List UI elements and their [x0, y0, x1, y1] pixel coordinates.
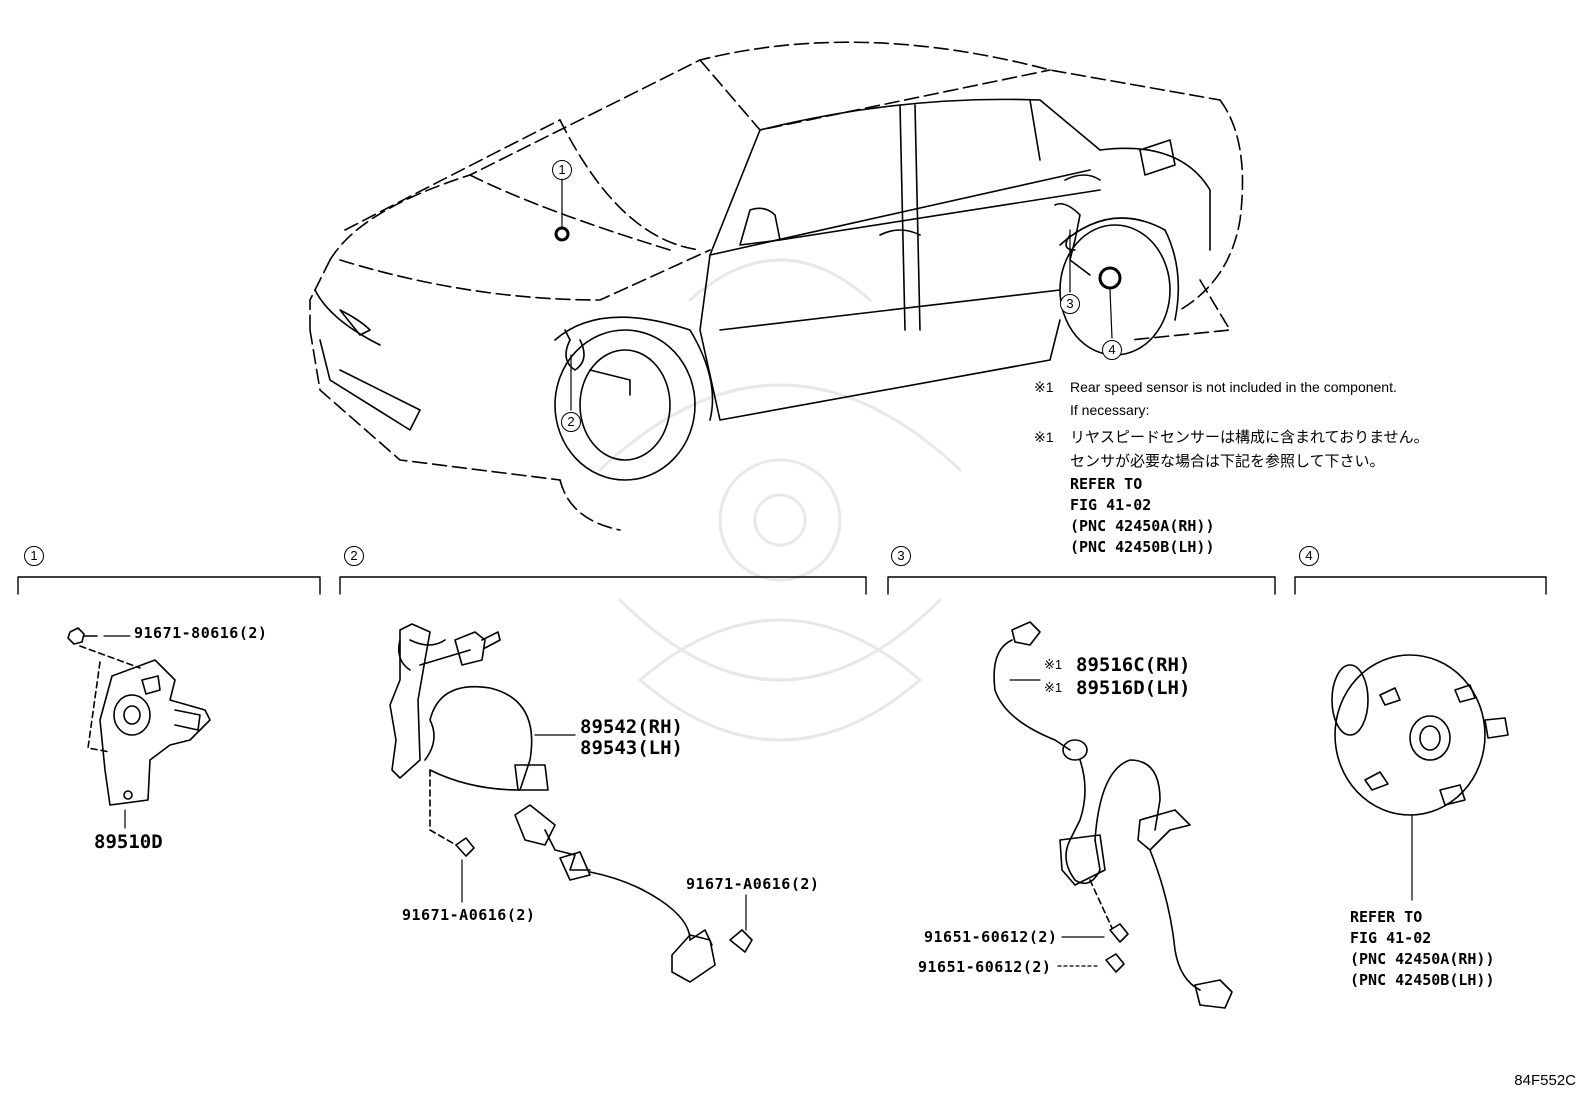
section4-refer-4: (PNC 42450B(LH))	[1350, 971, 1495, 989]
section2-bolt-right-part-number[interactable]: 91671-A0616(2)	[686, 875, 820, 893]
section-4-callout: 4	[1299, 546, 1319, 566]
note-refer-3: (PNC 42450A(RH))	[1070, 517, 1215, 535]
note-refer-4: (PNC 42450B(LH))	[1070, 538, 1215, 556]
section1-sensor-part-number[interactable]: 89510D	[94, 831, 163, 853]
note-mark-jp: ※1	[1034, 429, 1054, 445]
car-outline	[309, 41, 1244, 531]
section1-bolt-part-number[interactable]: 91671-80616(2)	[134, 624, 268, 642]
section-brackets	[17, 576, 1547, 595]
figure-code: 84F552C	[1514, 1072, 1576, 1089]
section-3-callout: 3	[891, 546, 911, 566]
section3-bolt-bottom-part-number[interactable]: 91651-60612(2)	[918, 958, 1052, 976]
section2-part-number-rh[interactable]: 89542(RH)	[580, 716, 683, 738]
section2-bolt-left-part-number[interactable]: 91671-A0616(2)	[402, 906, 536, 924]
section-1-callout: 1	[24, 546, 44, 566]
callout-3-on-car: 3	[1060, 294, 1080, 314]
section3-part-number-lh[interactable]: 89516D(LH)	[1076, 677, 1191, 699]
car-callout-leaders	[554, 179, 1122, 411]
section3-rear-sensor-art	[993, 621, 1233, 1009]
section3-bolt-top-part-number[interactable]: 91651-60612(2)	[924, 928, 1058, 946]
section1-sensor-art	[67, 627, 211, 829]
watermark-emblem	[598, 258, 962, 742]
note-refer-2: FIG 41-02	[1070, 496, 1152, 514]
note-jp-line1: リヤスピードセンサーは構成に含まれておりません。	[1070, 429, 1429, 446]
callout-4-on-car: 4	[1102, 340, 1122, 360]
callout-1-on-car: 1	[552, 160, 572, 180]
note-en-line2: If necessary:	[1070, 402, 1150, 418]
section3-mark-lh: ※1	[1044, 680, 1063, 695]
section3-part-number-rh[interactable]: 89516C(RH)	[1076, 654, 1191, 676]
section4-refer-2: FIG 41-02	[1350, 929, 1432, 947]
car-solid-lines	[314, 98, 1211, 481]
section4-hub-art	[1331, 654, 1509, 901]
note-refer-1: REFER TO	[1070, 475, 1143, 493]
section4-refer-1: REFER TO	[1350, 908, 1423, 926]
section2-part-number-lh[interactable]: 89543(LH)	[580, 737, 683, 759]
note-en-line1: Rear speed sensor is not included in the…	[1070, 379, 1397, 395]
note-jp-line2: センサが必要な場合は下記を参照して下さい。	[1070, 453, 1385, 470]
section-2-callout: 2	[344, 546, 364, 566]
section2-front-sensor-art	[389, 623, 753, 983]
section4-refer-3: (PNC 42450A(RH))	[1350, 950, 1495, 968]
note-mark-en: ※1	[1034, 379, 1054, 395]
section3-mark-rh: ※1	[1044, 657, 1063, 672]
callout-2-on-car: 2	[561, 412, 581, 432]
